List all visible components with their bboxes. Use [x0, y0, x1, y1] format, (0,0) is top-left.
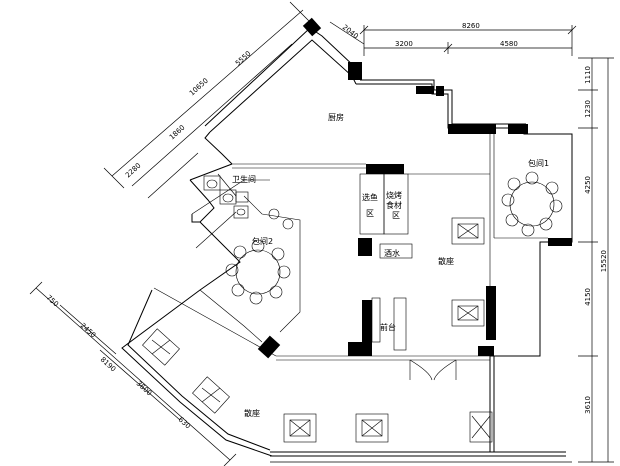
label-kitchen: 厨房 — [328, 112, 344, 122]
dim-right-c: 4250 — [584, 176, 592, 194]
label-bbq-area: 烧烤食材区 — [386, 190, 402, 220]
label-seating-1: 散座 — [438, 256, 454, 266]
label-front-desk: 前台 — [380, 322, 396, 332]
restroom-fixtures — [203, 175, 294, 230]
label-private-room-1: 包间1 — [528, 158, 549, 168]
table-g — [192, 376, 230, 414]
dim-left-b: 2450 — [79, 322, 98, 340]
structural-columns — [257, 17, 572, 359]
dim-left-c: 8190 — [99, 356, 118, 374]
round-table-room1 — [501, 171, 563, 237]
dim-top-a: 3200 — [395, 40, 413, 48]
square-tables — [142, 217, 493, 443]
dim-diag-long: 10650 — [188, 77, 210, 98]
dim-top-total: 8260 — [462, 22, 480, 30]
dim-top-short: 2040 — [341, 23, 360, 40]
dim-right-e: 3610 — [584, 396, 592, 414]
interior-walls — [153, 134, 548, 381]
label-seating-2: 散座 — [244, 408, 260, 418]
table-a — [451, 217, 485, 245]
room-labels: 厨房 卫生间 包间1 包间2 选鱼区 烧烤食材区 酒水 散座 前台 散座 — [232, 112, 549, 418]
dim-right-d: 4150 — [584, 288, 592, 306]
dim-left-d: 3600 — [135, 380, 154, 398]
table-e — [469, 411, 493, 443]
dim-right-a: 1110 — [584, 66, 592, 84]
table-b — [451, 299, 485, 327]
dim-diag-a: 5550 — [234, 50, 253, 68]
label-private-room-2: 包间2 — [252, 236, 273, 246]
dim-left-e: 630 — [177, 416, 192, 431]
dim-left-a: 750 — [45, 294, 60, 309]
table-d — [355, 413, 389, 443]
label-fish-area: 选鱼区 — [362, 192, 378, 218]
round-table-room2 — [225, 239, 291, 305]
table-f — [142, 328, 180, 366]
label-wine: 酒水 — [384, 248, 400, 258]
dim-diag-b: 1860 — [168, 124, 187, 142]
dim-diag-c: 2280 — [124, 162, 143, 180]
dim-top-b: 4580 — [500, 40, 518, 48]
dimension-lines — [29, 1, 614, 466]
label-restroom: 卫生间 — [232, 174, 256, 184]
table-c — [283, 413, 317, 443]
dim-right-total: 15520 — [600, 250, 608, 272]
dim-right-b: 1230 — [584, 100, 592, 118]
